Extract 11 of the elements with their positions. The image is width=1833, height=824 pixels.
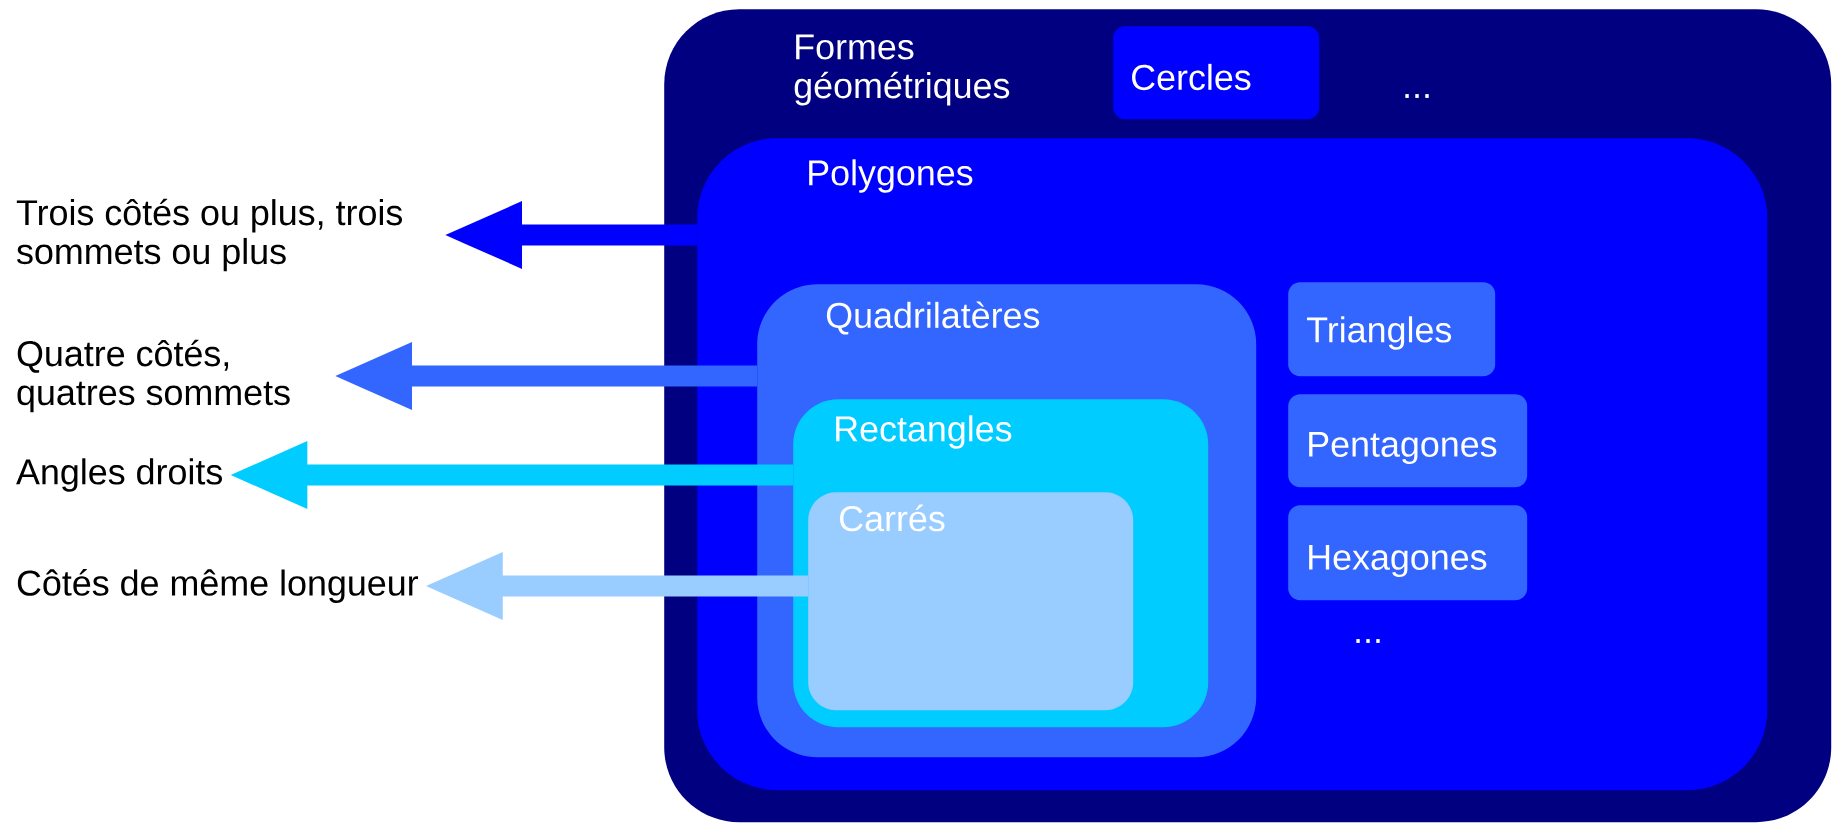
category-box: Hexagones	[1288, 505, 1528, 601]
description-text: Trois côtés ou plus, trois sommets ou plus	[16, 198, 403, 272]
ellipsis-text: ...	[1405, 94, 1429, 98]
ellipsis-text: ...	[1356, 639, 1380, 643]
description-text: Angles droits	[16, 458, 222, 492]
description-text: Quatre côtés, quatres sommets	[17, 339, 290, 413]
category-box: Triangles	[1288, 282, 1496, 377]
category-box: Pentagones	[1288, 394, 1528, 488]
description-text: Côtés de même longueur	[17, 569, 419, 603]
group-box: Carrés	[808, 492, 1134, 711]
category-box: Cercles	[1113, 26, 1320, 120]
